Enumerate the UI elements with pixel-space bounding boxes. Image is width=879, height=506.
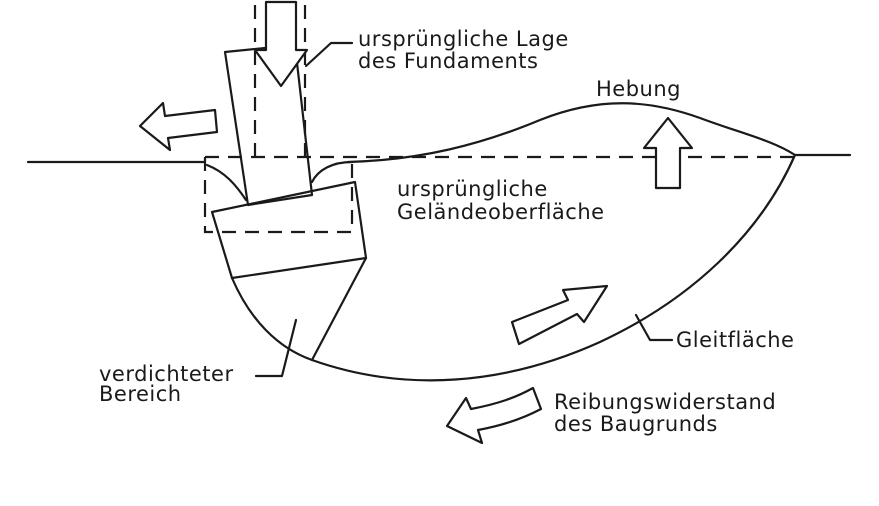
label-original-surface-1: ursprüngliche — [397, 177, 548, 201]
lateral-arrow-left-icon — [138, 101, 219, 152]
foundation-footing — [210, 180, 368, 280]
label-friction-2: des Baugrunds — [554, 412, 718, 436]
label-original-position-2: des Fundaments — [358, 49, 538, 73]
slip-surface — [310, 153, 797, 382]
bulge-right — [310, 160, 354, 184]
heave-arrow-up-icon — [642, 116, 694, 190]
compacted-zone — [230, 256, 368, 362]
leader-slip-surface — [634, 313, 674, 342]
label-compacted-zone-1: verdichteter — [99, 362, 234, 386]
label-original-surface-2: Geländeoberfläche — [397, 200, 605, 224]
bulge-left — [205, 163, 248, 202]
leader-compacted-zone — [254, 318, 298, 378]
load-arrow-down-icon — [253, 0, 309, 88]
label-heave: Hebung — [596, 77, 681, 101]
heaved-surface — [346, 102, 797, 164]
leader-original-position — [304, 41, 354, 68]
label-original-position-1: ursprüngliche Lage — [358, 27, 569, 51]
label-slip-surface: Gleitfläche — [676, 328, 794, 352]
friction-arrow-icon — [445, 386, 543, 445]
movement-arrow-icon — [510, 284, 609, 346]
label-compacted-zone-2: Bereich — [99, 382, 182, 406]
label-friction-1: Reibungswiderstand — [554, 390, 776, 414]
